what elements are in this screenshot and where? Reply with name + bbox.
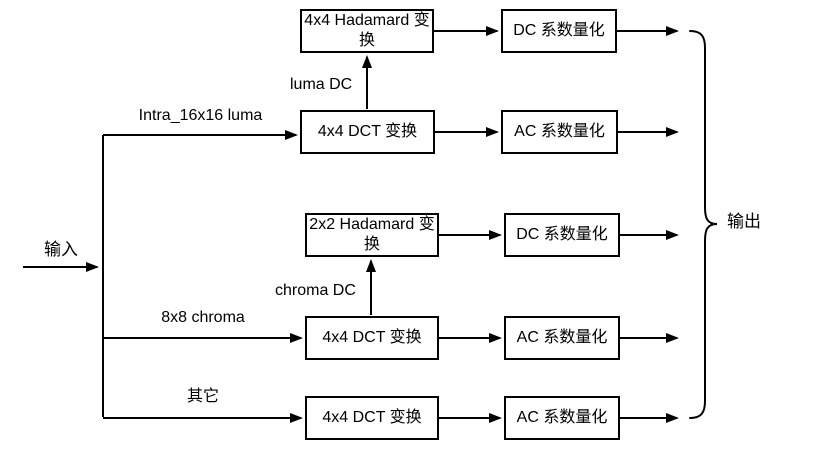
node-label: DC 系数量化 [513, 22, 605, 39]
node-label: AC 系数量化 [516, 329, 608, 346]
node-label: 4x4 Hadamard 变换 [304, 12, 430, 49]
edge-label-chroma-dc: chroma DC [275, 282, 356, 299]
node-label: 4x4 DCT 变换 [317, 123, 418, 140]
node-hadamard-2x2-chroma: 2x2 Hadamard 变换 [305, 213, 439, 257]
node-ac-quant-other: AC 系数量化 [504, 396, 620, 440]
node-dct-4x4-other: 4x4 DCT 变换 [305, 396, 439, 440]
node-ac-quant-luma: AC 系数量化 [501, 110, 618, 154]
branch-label-8x8-chroma: 8x8 chroma [161, 309, 245, 326]
output-label: 输出 [727, 212, 761, 231]
branch-label-other: 其它 [186, 388, 219, 405]
node-label: 4x4 DCT 变换 [322, 329, 422, 346]
node-label: 4x4 DCT 变换 [322, 409, 422, 426]
node-ac-quant-chroma: AC 系数量化 [504, 316, 620, 360]
node-label: AC 系数量化 [514, 123, 605, 140]
node-dct-4x4-chroma: 4x4 DCT 变换 [305, 316, 439, 360]
node-label: AC 系数量化 [516, 409, 608, 426]
node-dc-quant-luma: DC 系数量化 [501, 9, 617, 53]
output-brace [689, 30, 718, 419]
branch-label-intra-16x16-luma: Intra_16x16 luma [138, 107, 263, 124]
node-dc-quant-chroma: DC 系数量化 [504, 213, 620, 257]
input-label: 输入 [44, 240, 78, 259]
node-label: 2x2 Hadamard 变换 [309, 216, 435, 253]
node-label: DC 系数量化 [516, 226, 608, 243]
edge-label-luma-dc: luma DC [290, 76, 353, 93]
node-dct-4x4-luma: 4x4 DCT 变换 [300, 110, 435, 154]
node-hadamard-4x4-luma: 4x4 Hadamard 变换 [300, 9, 434, 53]
